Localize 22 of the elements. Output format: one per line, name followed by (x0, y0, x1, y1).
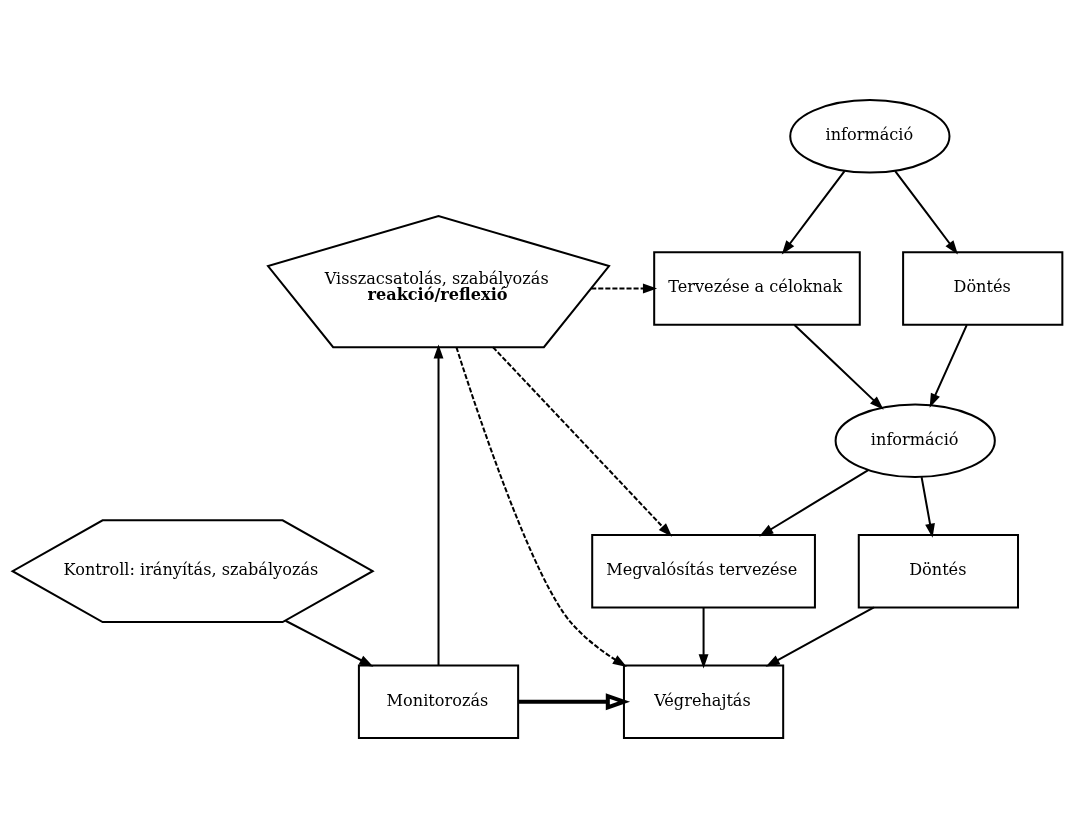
arrow (894, 170, 958, 255)
arrow (492, 346, 673, 537)
node-ellipse: információ (789, 99, 951, 174)
arrow (518, 693, 631, 711)
arrow (929, 324, 968, 408)
arrow (433, 344, 444, 666)
arrow (698, 607, 709, 669)
arrow (591, 283, 658, 294)
arrow (920, 476, 935, 538)
node-box: Megvalósítás tervezése (591, 533, 816, 609)
node-box: Tervezése a céloknak (653, 251, 861, 326)
arrow (285, 619, 374, 667)
arrow (455, 347, 627, 667)
node-box: Döntés (902, 251, 1064, 326)
node-box: Monitorozás (357, 664, 520, 739)
node-box: Döntés (857, 533, 1019, 609)
node-ellipse: információ (834, 403, 996, 478)
node-box: Végrehajtás (622, 664, 785, 739)
arrow (765, 606, 875, 667)
arrow (793, 324, 884, 410)
arrow (759, 469, 869, 537)
arrow (781, 170, 846, 255)
